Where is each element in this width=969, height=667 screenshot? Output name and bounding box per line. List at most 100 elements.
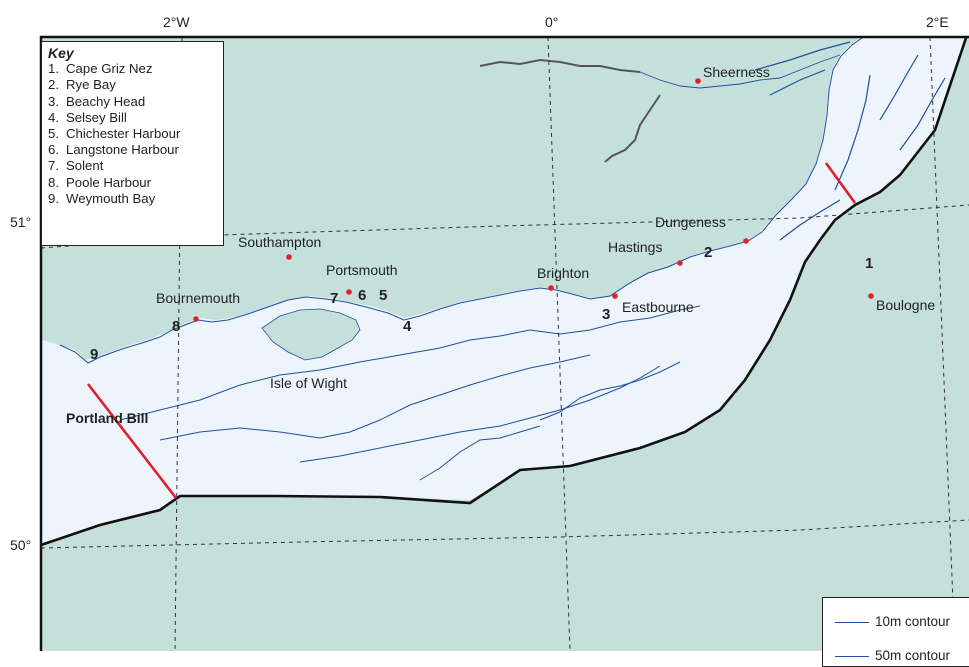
contour-legend: 10m contour 50m contour (822, 597, 969, 667)
bank-1 (834, 74, 871, 191)
label-brighton: Brighton (537, 265, 590, 281)
channel-map (0, 0, 969, 651)
label-dungeness: Dungeness (655, 214, 726, 230)
key-item-number: 5. (48, 126, 59, 142)
key-item: 7. Solent (48, 158, 217, 174)
site-number-4: 4 (403, 318, 412, 335)
frame-margin-top (0, 0, 969, 37)
label-sheerness: Sheerness (703, 64, 770, 80)
marker-eastbourne (612, 293, 618, 299)
key-item-number: 3. (48, 93, 59, 109)
key-item-number: 6. (48, 142, 59, 158)
site-number-3: 3 (602, 306, 611, 323)
legend-row-50m: 50m contour (835, 648, 950, 663)
key-item-number: 2. (48, 77, 59, 93)
legend-line-50m (835, 655, 869, 657)
key-item-number: 8. (48, 174, 59, 190)
key-item-label: Langstone Harbour (66, 142, 179, 158)
key-item: 2. Rye Bay (48, 77, 217, 93)
key-item: 1. Cape Griz Nez (48, 61, 217, 77)
thames-coast (639, 54, 841, 89)
label-bournemouth: Bournemouth (156, 290, 241, 306)
marker-portsmouth (346, 289, 352, 295)
lon-label-0: 0° (545, 14, 559, 30)
map-frame (39, 35, 969, 651)
key-item: 3. Beachy Head (48, 94, 217, 110)
site-number-2: 2 (704, 244, 713, 261)
key-title: Key (48, 45, 74, 61)
label-portsmouth: Portsmouth (326, 262, 398, 278)
key-item-label: Beachy Head (66, 93, 146, 109)
key-item-label: Cape Griz Nez (66, 61, 153, 77)
marker-boulogne (868, 293, 874, 299)
graticule-2e (929, 36, 956, 651)
contour-offshore-3 (299, 365, 661, 463)
frame-margin-left (0, 0, 41, 651)
place-markers (193, 78, 874, 322)
lat-label-51: 51° (10, 214, 32, 230)
label-hastings: Hastings (608, 239, 663, 255)
key-item-label: Solent (66, 158, 104, 174)
bank-4 (754, 41, 851, 71)
river-medway (604, 94, 661, 163)
label-boulogne: Boulogne (876, 297, 936, 313)
site-number-7: 7 (330, 290, 339, 307)
key-item-label: Selsey Bill (66, 109, 127, 125)
contour-offshore-1 (119, 305, 701, 421)
legend-label-10m: 10m contour (875, 614, 951, 629)
marker-bournemouth (193, 316, 199, 322)
site-number-1: 1 (865, 255, 874, 272)
key-item: 4. Selsey Bill (48, 110, 217, 126)
sea-area (41, 38, 966, 545)
label-southampton: Southampton (238, 234, 322, 250)
key-item-label: Weymouth Bay (66, 190, 156, 206)
contour-offshore-5 (419, 425, 541, 481)
label-isle-of-wight: Isle of Wight (270, 375, 348, 391)
graticule-2w (174, 36, 183, 651)
key-item-number: 9. (48, 190, 59, 206)
bank-3 (899, 77, 946, 151)
site-number-6: 6 (358, 287, 367, 304)
marker-southampton (286, 254, 292, 260)
key-item-label: Chichester Harbour (66, 126, 181, 142)
key-item-label: Rye Bay (66, 77, 116, 93)
site-number-5: 5 (379, 287, 388, 304)
river-thames (479, 58, 641, 73)
contour-offshore-2 (159, 354, 591, 441)
legend-row-10m: 10m contour (835, 614, 950, 629)
legend-label-50m: 50m contour (875, 648, 951, 663)
bank-2 (879, 54, 919, 121)
section-line-portland (86, 383, 178, 499)
lat-label-50: 50° (10, 537, 32, 553)
map-key: Key 1. Cape Griz Nez 2. Rye Bay 3. Beachy H… (41, 41, 224, 246)
graticule-51 (40, 204, 969, 249)
section-line-dover (824, 162, 857, 204)
site-number-9: 9 (90, 346, 99, 363)
study-boundary (40, 37, 968, 547)
bank-5 (769, 69, 826, 96)
isle-of-wight (261, 308, 361, 361)
key-item: 9. Weymouth Bay (48, 191, 217, 207)
key-item-number: 1. (48, 61, 59, 77)
key-item-number: 4. (48, 109, 59, 125)
lon-label-2e: 2°E (926, 14, 949, 30)
marker-hastings (677, 260, 683, 266)
key-item: 8. Poole Harbour (48, 175, 217, 191)
label-eastbourne: Eastbourne (622, 299, 694, 315)
contour-offshore-4 (539, 361, 681, 421)
contour-coast-england (59, 37, 863, 364)
marker-dungeness (743, 238, 749, 244)
bank-6 (779, 199, 841, 241)
marker-brighton (548, 285, 554, 291)
label-portland-bill: Portland Bill (66, 410, 149, 426)
legend-line-10m (835, 621, 869, 623)
key-item: 5. Chichester Harbour (48, 126, 217, 142)
marker-sheerness (695, 78, 701, 84)
site-number-8: 8 (172, 318, 181, 335)
graticule (40, 36, 969, 651)
key-item-label: Poole Harbour (66, 174, 152, 190)
key-item: 6. Langstone Harbour (48, 142, 217, 158)
key-item-number: 7. (48, 158, 59, 174)
lon-label-2w: 2°W (163, 14, 190, 30)
graticule-0 (547, 36, 571, 651)
